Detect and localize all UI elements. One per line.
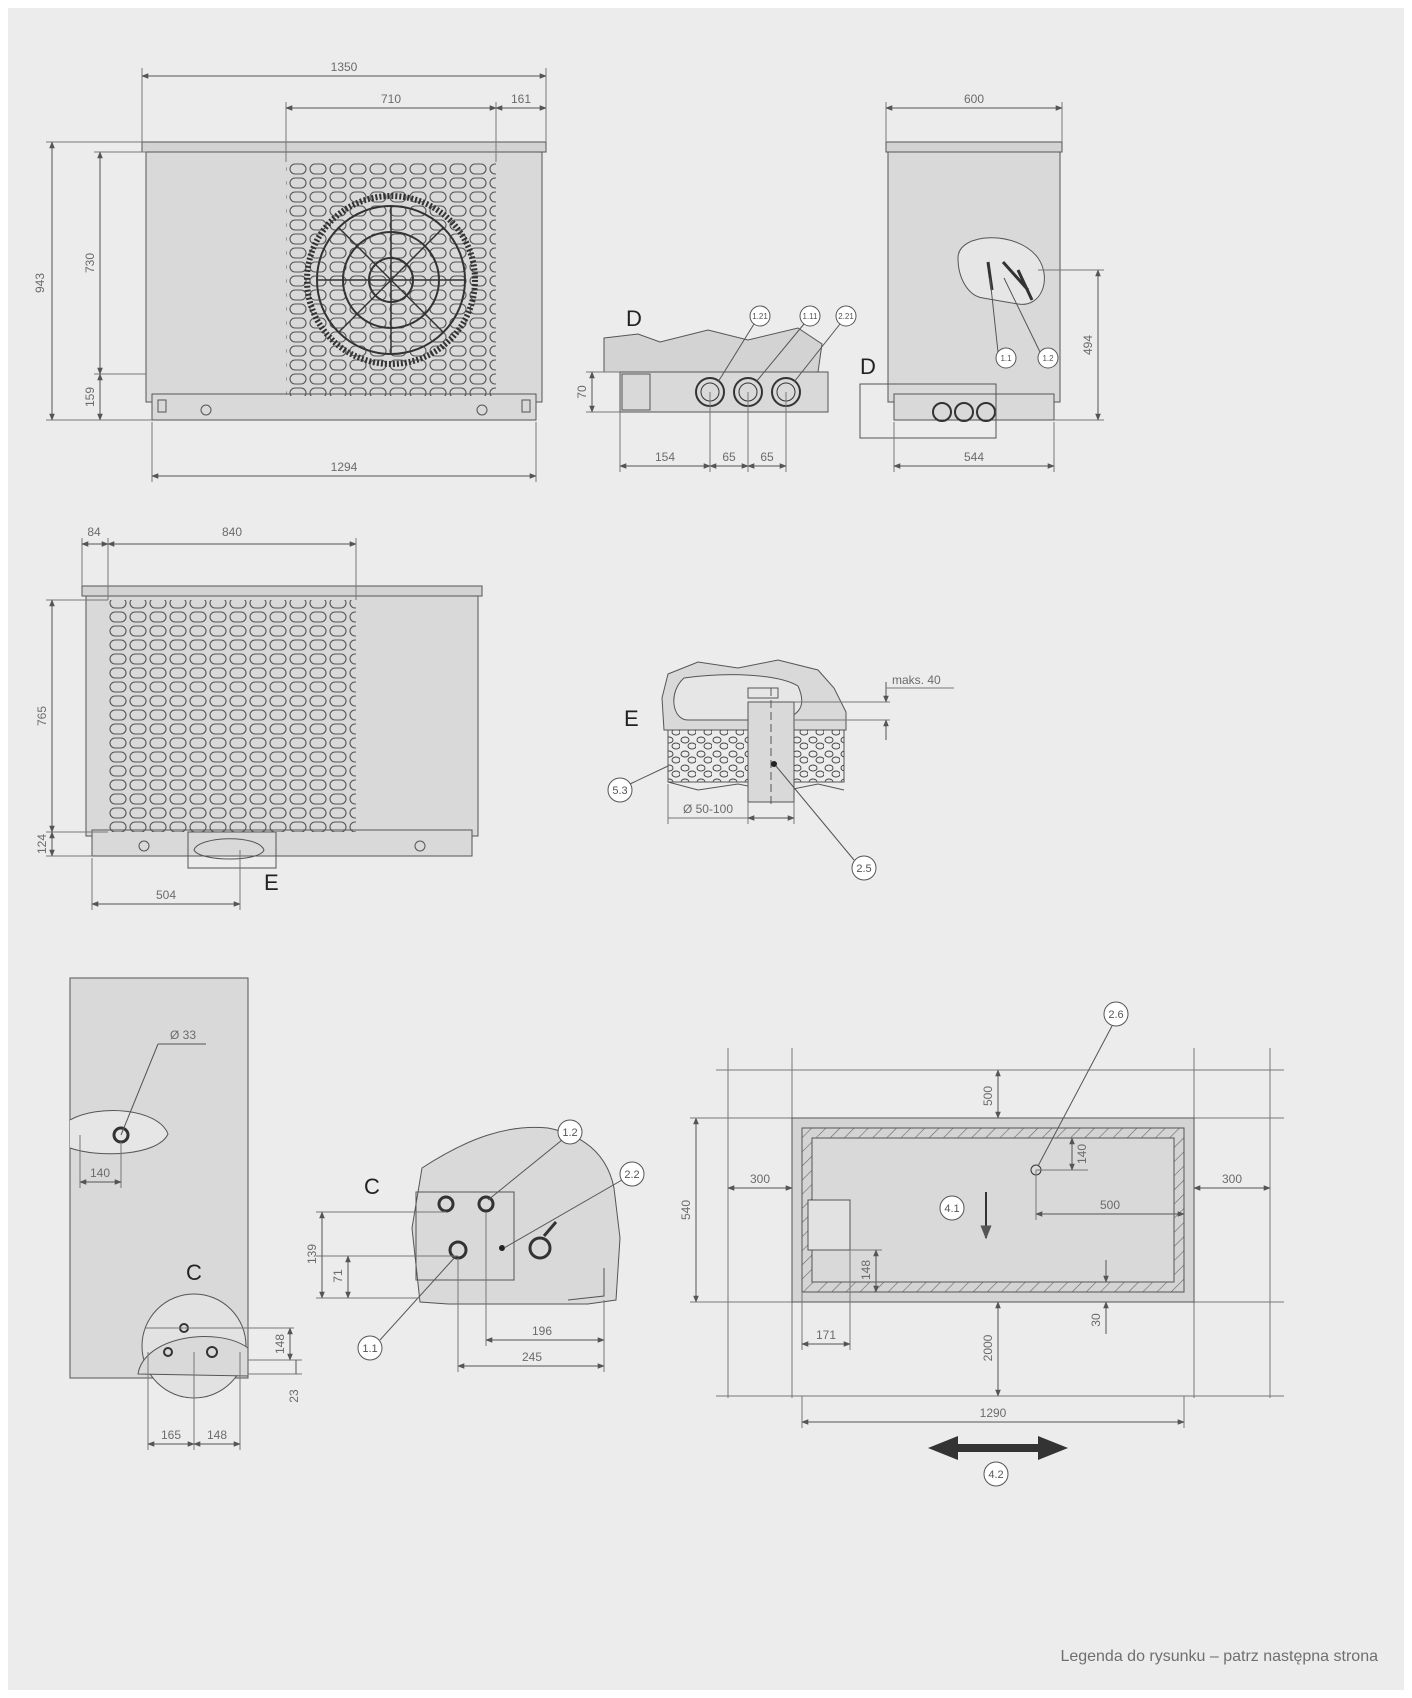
dim-side-width: 600 — [964, 92, 984, 106]
dim-rear-base-height: 124 — [35, 834, 49, 854]
dim-c-h-b: 71 — [331, 1269, 345, 1283]
dim-clear-bottom: 2000 — [981, 1334, 995, 1361]
dim-c-w-a: 196 — [532, 1324, 552, 1338]
detail-e-label: E — [624, 706, 639, 731]
dim-pitch-b: 65 — [760, 450, 774, 464]
dim-c-h-a: 139 — [305, 1244, 319, 1264]
tag-1-2-side: 1.2 — [1042, 354, 1054, 363]
dim-hole-diameter: Ø 33 — [170, 1028, 196, 1042]
dim-c-w-b: 245 — [522, 1350, 542, 1364]
dim-edge-148: 148 — [859, 1260, 873, 1280]
footer-note: Legenda do rysunku – patrz następna stro… — [1060, 1648, 1378, 1665]
tag-1-11: 1.11 — [803, 312, 819, 321]
dim-height-total: 943 — [33, 273, 47, 293]
rear-view: E 84 840 765 124 504 — [35, 525, 483, 910]
tag-4-1: 4.1 — [944, 1203, 959, 1215]
dim-inner-width: 500 — [1100, 1198, 1120, 1212]
dim-inner-offset: 140 — [1075, 1144, 1089, 1164]
clearance-plan: 500 300 300 540 140 500 2.6 4.1 148 30 2… — [679, 1001, 1284, 1487]
technical-drawing: 1350 710 161 943 730 159 1294 D 1.21 — [33, 60, 1284, 1487]
dim-clear-depth: 540 — [679, 1200, 693, 1220]
drawing-page: 1350 710 161 943 730 159 1294 D 1.21 — [8, 8, 1404, 1690]
dim-max-depth: maks. 40 — [892, 673, 941, 687]
tag-1-1-side: 1.1 — [1000, 354, 1012, 363]
side-view: D 1.1 1.2 600 494 544 — [859, 92, 1104, 472]
dim-conn-height: 148 — [273, 1334, 287, 1354]
dim-pipe-offset: 154 — [655, 450, 675, 464]
detail-e: E maks. 40 Ø 50-100 5.3 2.5 — [607, 659, 954, 881]
dim-conn-a: 165 — [161, 1428, 181, 1442]
detail-c: C 1.2 2.2 1.1 139 71 196 245 — [305, 1119, 645, 1372]
dim-conn-bottom: 23 — [287, 1389, 301, 1403]
detail-d-label: D — [626, 306, 642, 331]
dim-clear-right: 300 — [1222, 1172, 1242, 1186]
dim-height-body: 730 — [83, 253, 97, 273]
dim-clear-left: 300 — [750, 1172, 770, 1186]
dim-rear-grille-height: 765 — [35, 706, 49, 726]
dim-side-base: 544 — [964, 450, 984, 464]
tag-5-3: 5.3 — [612, 785, 627, 797]
side-detail-d-label: D — [860, 354, 876, 379]
dim-conn-b: 148 — [207, 1428, 227, 1442]
detail-c-label: C — [364, 1174, 380, 1199]
dim-rear-left-offset: 84 — [87, 525, 101, 539]
tag-2-6: 2.6 — [1108, 1009, 1123, 1021]
dim-right-offset: 161 — [511, 92, 531, 106]
dim-pipe-height-side: 494 — [1081, 335, 1095, 355]
detail-d-pipes: D 1.21 1.11 2.21 70 154 65 65 — [575, 305, 857, 472]
dim-pipe-height: 70 — [575, 385, 589, 399]
tag-1-1-detail-c: 1.1 — [362, 1343, 377, 1355]
tag-2-5: 2.5 — [856, 863, 871, 875]
double-arrow-icon — [928, 1436, 1068, 1460]
rear-detail-e-label: E — [264, 870, 279, 895]
dim-grille-width: 710 — [381, 92, 401, 106]
dim-rear-grille-width: 840 — [222, 525, 242, 539]
dim-drain-offset: 504 — [156, 888, 176, 902]
tag-2-2-detail-c: 2.2 — [624, 1169, 639, 1181]
front-view: 1350 710 161 943 730 159 1294 — [33, 60, 547, 482]
dim-hole-offset: 140 — [90, 1166, 110, 1180]
tag-4-2: 4.2 — [988, 1469, 1003, 1481]
tag-2-21: 2.21 — [838, 312, 854, 321]
dim-base-width: 1294 — [331, 460, 358, 474]
dim-base-height: 159 — [83, 387, 97, 407]
dim-clear-top: 500 — [981, 1086, 995, 1106]
dim-diameter: Ø 50-100 — [683, 802, 733, 816]
dim-total-width-plan: 1290 — [980, 1406, 1007, 1420]
tag-1-21: 1.21 — [752, 312, 768, 321]
side-panel: Ø 33 140 C 148 23 165 148 — [69, 977, 302, 1450]
side-panel-detail-label: C — [186, 1260, 202, 1285]
dim-offset-171: 171 — [816, 1328, 836, 1342]
dim-edge-30: 30 — [1089, 1313, 1103, 1327]
dim-total-width: 1350 — [331, 60, 358, 74]
dim-pitch-a: 65 — [722, 450, 736, 464]
tag-1-2-detail-c: 1.2 — [562, 1127, 577, 1139]
